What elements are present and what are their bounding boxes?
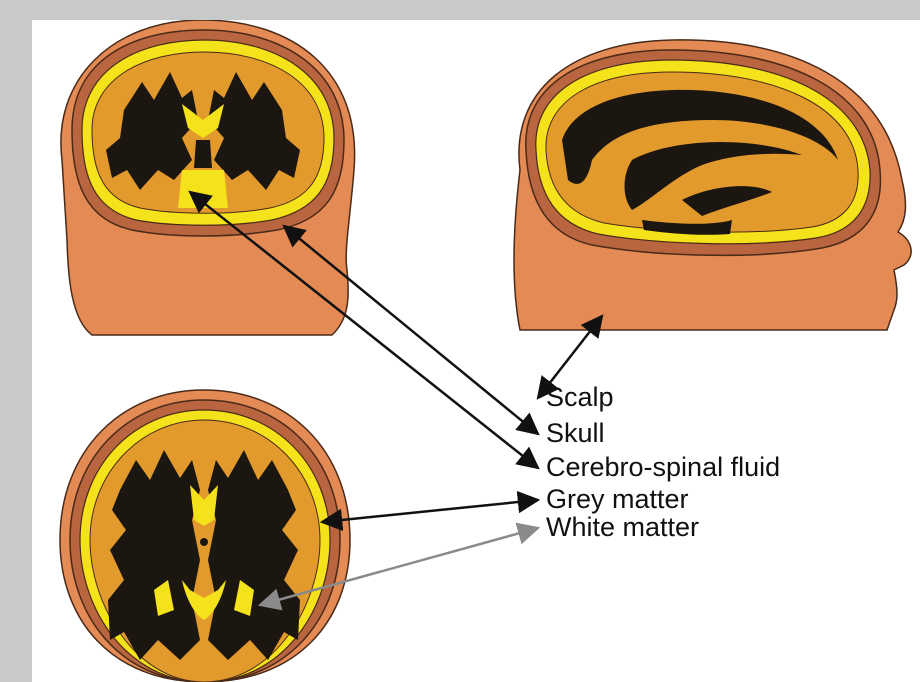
diagram-canvas: Scalp Skull Cerebro-spinal fluid Grey ma…: [32, 20, 920, 682]
sagittal-slice: [514, 40, 911, 330]
head-tissue-diagram: [32, 20, 920, 682]
axial-slice: [60, 390, 350, 682]
legend-white-matter: White matter: [546, 514, 699, 541]
legend-grey-matter: Grey matter: [546, 486, 689, 513]
arrow-grey-matter: [322, 500, 538, 522]
legend-skull: Skull: [546, 420, 605, 447]
legend-csf: Cerebro-spinal fluid: [546, 454, 780, 481]
legend-scalp: Scalp: [546, 384, 614, 411]
